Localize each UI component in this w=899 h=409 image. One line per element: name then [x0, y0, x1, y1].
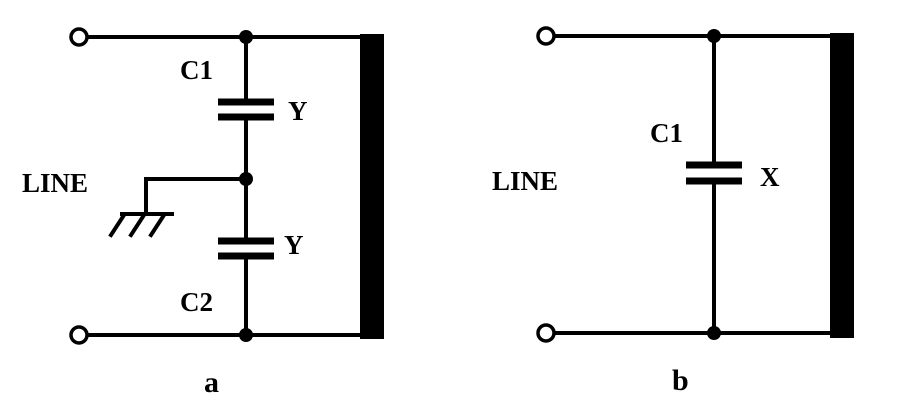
a-cap-bottom-name: C2	[180, 287, 213, 317]
diagram-a: C1 Y LINE Y C2 a	[22, 27, 384, 399]
b-diagram-label: b	[672, 364, 689, 397]
b-junction-bottom	[707, 326, 721, 340]
a-cap-top-name: C1	[180, 55, 213, 85]
a-load-bar	[360, 34, 384, 339]
a-ground-hatch-1	[108, 212, 127, 238]
diagram-b: C1 X LINE b	[492, 26, 854, 397]
a-ground-hatch-3	[148, 212, 167, 238]
a-top-terminal	[69, 27, 89, 47]
b-cap-type: X	[760, 162, 780, 192]
b-line-label: LINE	[492, 166, 558, 196]
b-junction-top	[707, 29, 721, 43]
a-cap-top-type: Y	[288, 96, 308, 126]
a-bottom-terminal	[69, 325, 89, 345]
a-junction-bottom	[239, 328, 253, 342]
a-diagram-label: a	[204, 366, 219, 399]
a-ground-wire	[144, 177, 248, 214]
a-cap-bottom-type: Y	[284, 230, 304, 260]
a-ground-hatch-2	[128, 212, 147, 238]
b-load-bar	[830, 33, 854, 338]
a-junction-top	[239, 30, 253, 44]
b-cap-name: C1	[650, 118, 683, 148]
b-bottom-terminal	[536, 323, 556, 343]
b-top-terminal	[536, 26, 556, 46]
a-line-label: LINE	[22, 168, 88, 198]
a-junction-middle	[239, 172, 253, 186]
